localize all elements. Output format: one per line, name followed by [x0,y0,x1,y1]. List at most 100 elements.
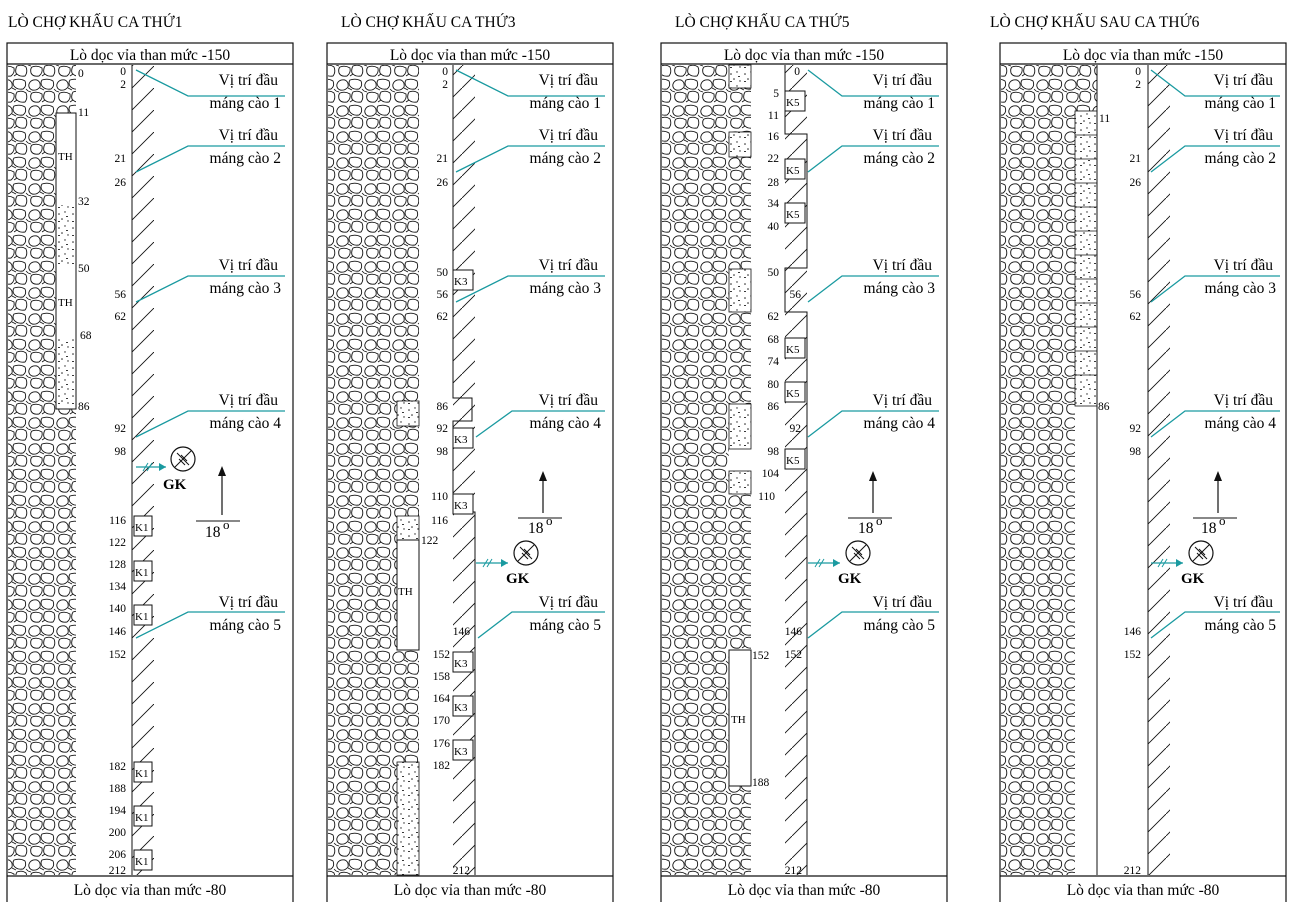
face-markers: 0 2 21 26 56 62 92 98 146 152 212 [1124,66,1142,877]
face-marker: 140 [109,603,127,615]
face-marker: 146 [1124,626,1142,638]
face-marker: 134 [109,581,127,593]
face-marker: 0 [120,66,126,78]
gk-label: GK [506,571,530,587]
conveyor-label: Vị trí đầu [539,594,599,611]
conveyor-label: Vị trí đầu [873,594,933,611]
face-marker: 62 [1130,311,1142,323]
panel-shift-5: LÒ CHỢ KHẤU CA THỨ5 Lò dọc vỉa than mức … [660,14,948,902]
goaf-marker: 0 [78,68,84,80]
goaf-column [1074,110,1098,407]
goaf-marker: 11 [1099,113,1110,125]
bottom-drift-label: Lò dọc vỉa than mức -80 [728,882,881,899]
face-marker: 56 [790,289,802,301]
conveyor-label: Vị trí đầu [1214,594,1274,611]
support-tag: K1 [135,768,148,780]
face-marker: 2 [120,79,126,91]
face-marker: 92 [1130,423,1142,435]
face-marker: 11 [768,110,779,122]
dip-angle: 18 [205,524,221,541]
face-marker: 212 [109,865,127,877]
dip-angle: 18 [1201,520,1217,537]
support-tag: K5 [786,388,800,400]
face-marker: 26 [115,177,127,189]
ventilation-gk: GK [476,540,539,587]
dip-angle-unit: o [546,513,553,528]
bottom-drift-label: Lò dọc vỉa than mức -80 [1067,882,1220,899]
dip-indicator: 18 o [848,471,892,537]
top-drift-label: Lò dọc vỉa than mức -150 [1063,47,1224,64]
goaf-marker: 32 [78,196,90,208]
gk-label: GK [163,477,187,493]
face-marker: 212 [785,865,803,877]
conveyor-label: máng cào 5 [864,617,936,634]
ventilation-gk: GK [1151,540,1214,587]
support-tag: K1 [135,812,148,824]
conveyor-label: máng cào 1 [864,95,935,112]
conveyor-label: Vị trí đầu [539,392,599,409]
conveyor-label: Vị trí đầu [219,72,279,89]
ventilation-gk: GK [136,446,196,493]
face-marker: 194 [109,805,127,817]
face-marker: 200 [109,827,127,839]
face-marker: 50 [768,267,780,279]
face-marker: 110 [758,491,775,503]
conveyor-label: Vị trí đầu [539,257,599,274]
support-blocks: K3 K3 K3 K3 K3 K3 [452,269,474,761]
gk-label: GK [838,571,862,587]
zone-label: TH [58,297,73,309]
face-marker: 146 [785,626,803,638]
goaf-column [55,112,77,410]
support-tag: K3 [454,500,468,512]
face-marker: 26 [437,177,449,189]
face-marker: 188 [109,783,127,795]
conveyor-label: Vị trí đầu [1214,72,1274,89]
panel-shift-1: LÒ CHỢ KHẤU CA THỨ1 Lò dọc vỉa than mức … [6,14,294,902]
conveyor-label: máng cào 1 [210,95,281,112]
dip-angle-unit: o [876,513,883,528]
face-marker: 212 [453,865,471,877]
conveyor-label: Vị trí đầu [219,594,279,611]
face-marker: 152 [109,649,127,661]
face-marker: 28 [768,177,780,189]
conveyor-annotations: Vị trí đầu máng cào 1 Vị trí đầu máng cà… [135,69,285,639]
bottom-drift-label: Lò dọc vỉa than mức -80 [394,882,547,899]
conveyor-label: Vị trí đầu [873,72,933,89]
dip-indicator: 18 o [196,466,240,541]
conveyor-label: máng cào 4 [210,415,282,432]
support-tag: K5 [786,344,800,356]
conveyor-label: máng cào 4 [530,415,602,432]
face-marker: 50 [437,267,449,279]
rock-zone [662,65,729,875]
dip-angle-unit: o [1219,513,1226,528]
face-marker: 2 [442,79,448,91]
face-line [784,65,808,875]
face-marker: 22 [768,153,780,165]
goaf-markers: 0 11 32 50 68 86 [78,68,92,413]
support-tag: K1 [135,856,148,868]
goaf-marker: 152 [752,650,770,662]
conveyor-label: Vị trí đầu [1214,127,1274,144]
top-drift-label: Lò dọc vỉa than mức -150 [70,47,231,64]
face-marker: 128 [109,559,127,571]
face-marker: 80 [768,379,780,391]
support-blocks: K1 K1 K1 K1 K1 K1 [133,515,153,871]
conveyor-label: máng cào 5 [530,617,602,634]
conveyor-annotations: Vị trí đầu máng cào 1 Vị trí đầu máng cà… [807,69,939,639]
north-arrow-icon [218,466,226,476]
support-tag: K5 [786,165,800,177]
face-marker: 86 [768,401,780,413]
face-marker: 21 [437,153,449,165]
face-marker: 176 [433,738,451,750]
face-marker: 2 [1135,79,1141,91]
goaf-marker: 122 [421,535,439,547]
face-marker: 62 [768,311,780,323]
face-marker: 206 [109,849,127,861]
top-drift-label: Lò dọc vỉa than mức -150 [724,47,885,64]
bottom-drift-label: Lò dọc vỉa than mức -80 [74,882,227,899]
face-markers: 0 2 21 26 56 62 92 98 116 122 128 134 14… [109,66,127,877]
face-marker: 21 [115,153,127,165]
conveyor-label: máng cào 2 [864,150,935,167]
face-marker: 56 [437,289,449,301]
